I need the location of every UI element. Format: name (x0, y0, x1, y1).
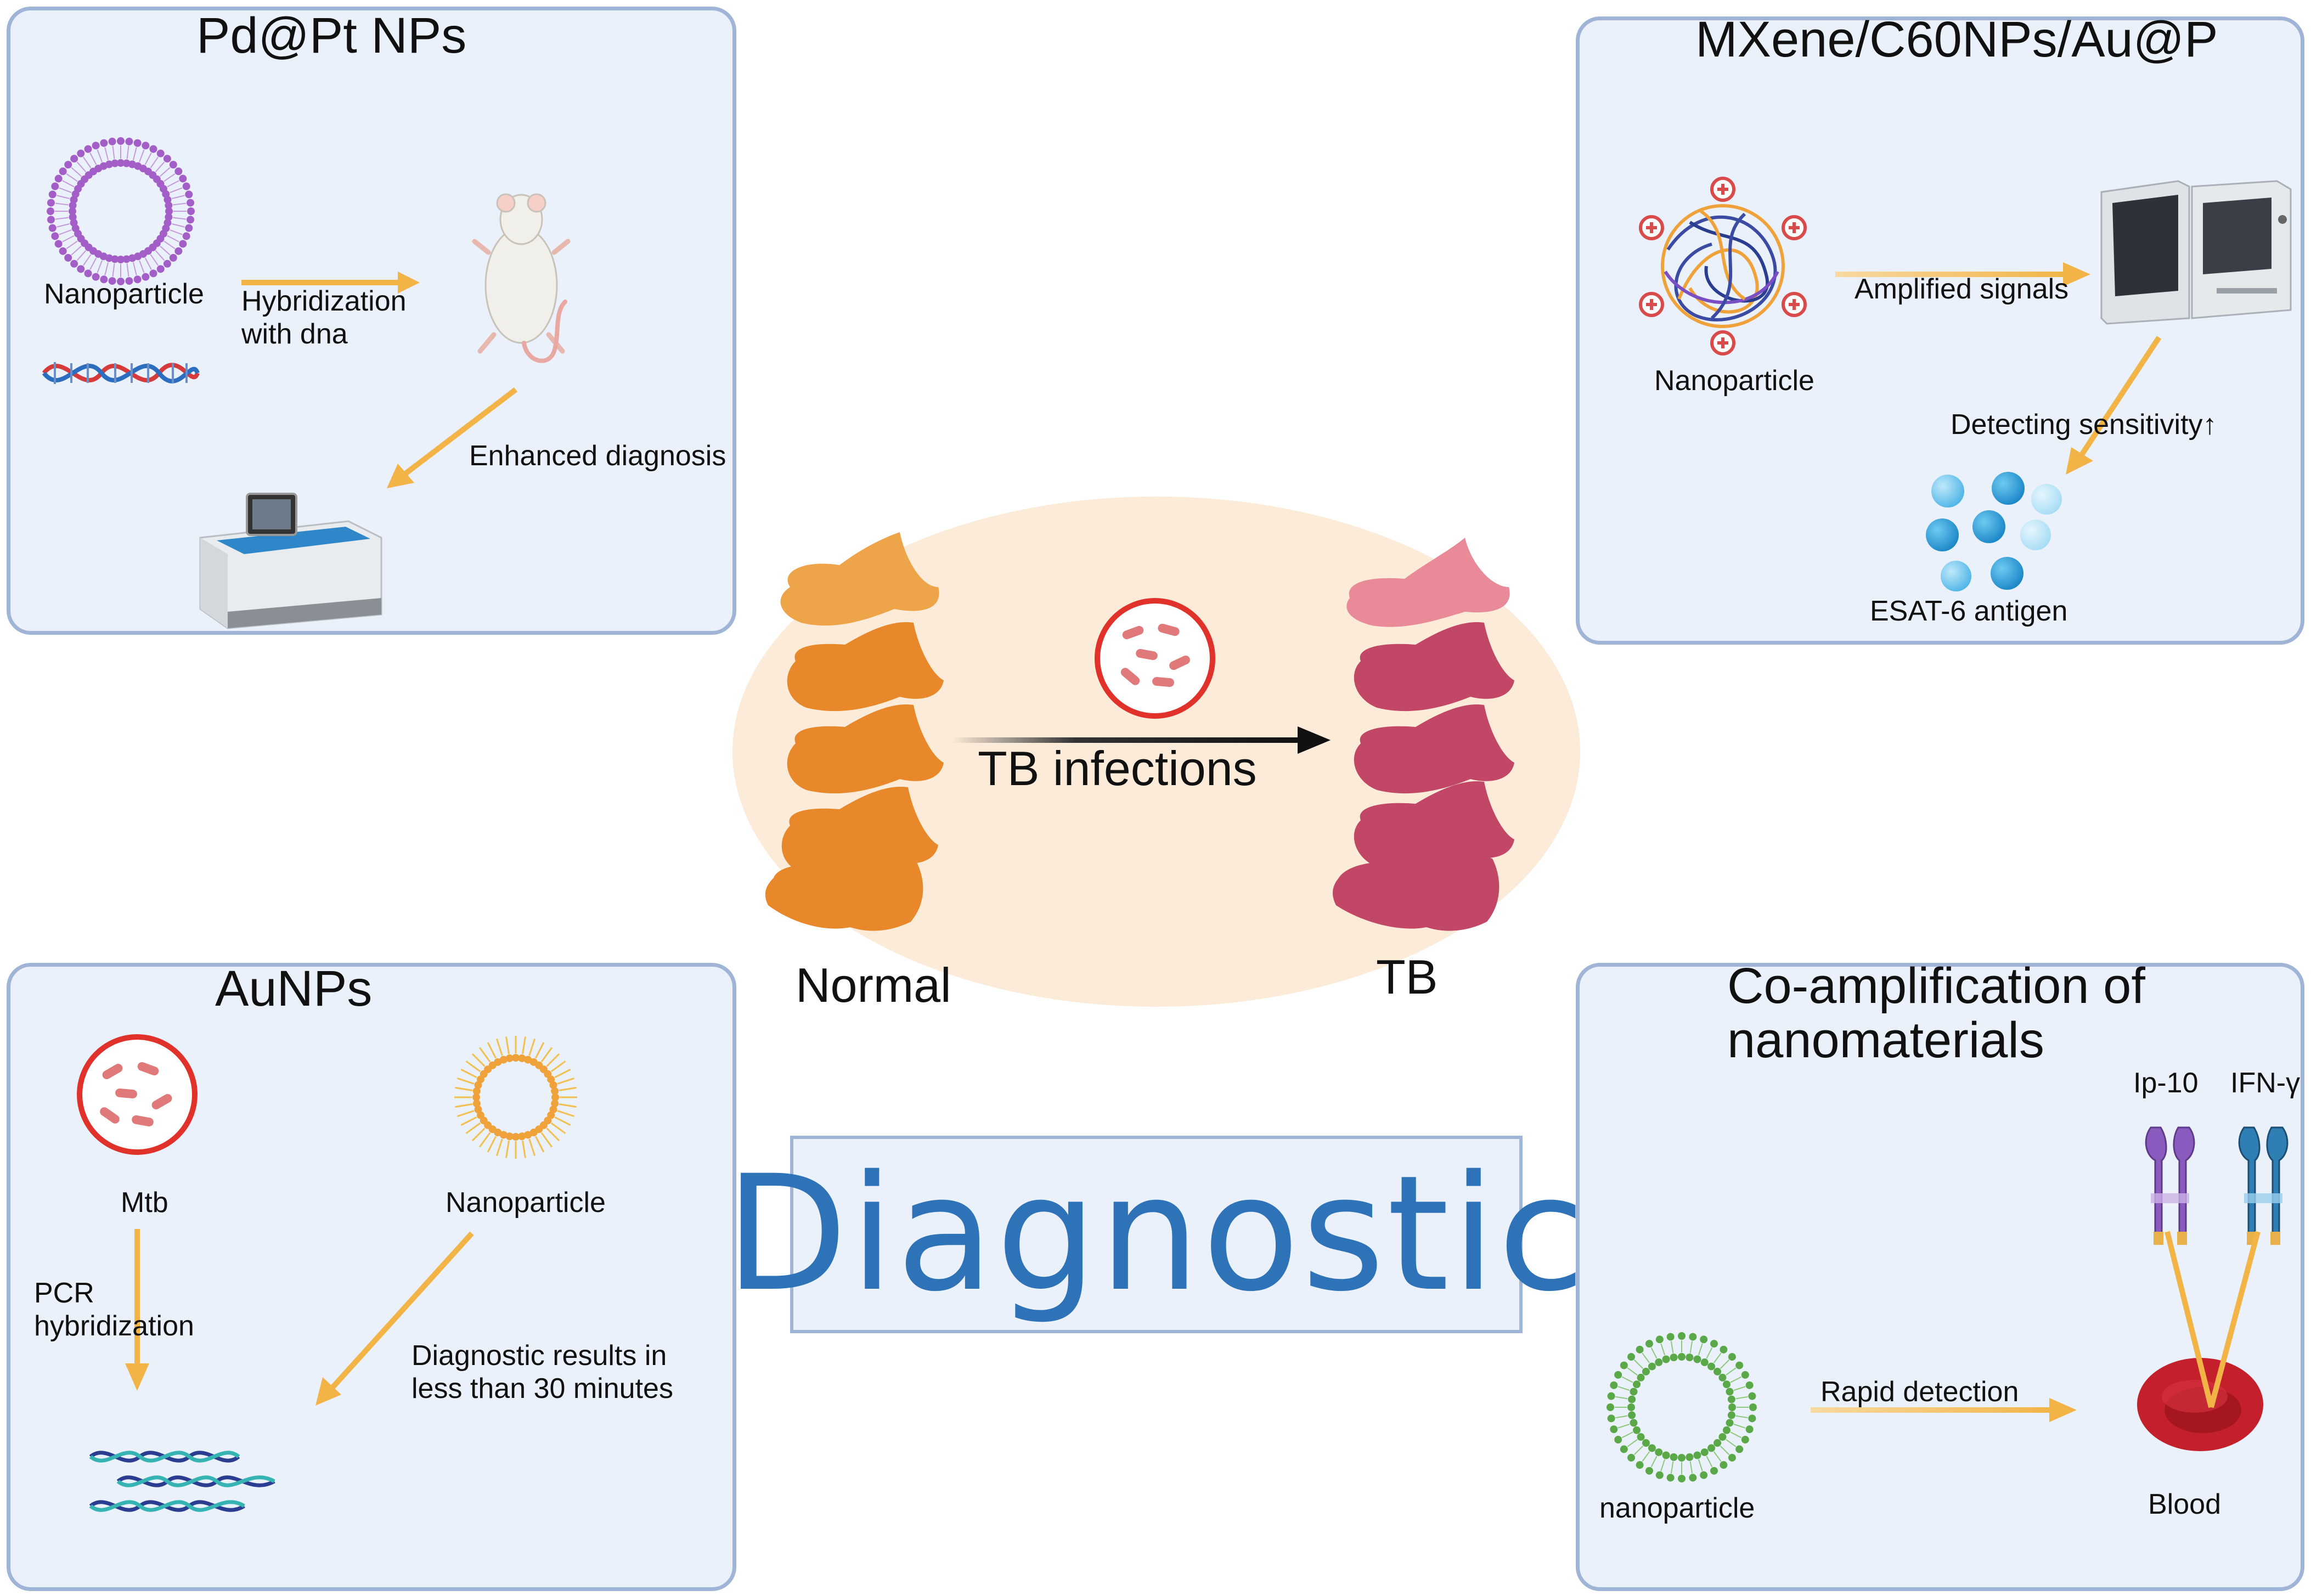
mxene-antigen-label: ESAT-6 antigen (1870, 595, 2068, 627)
polymer-nanoparticle-icon (1639, 177, 1807, 356)
arrow-pd-pt-2 (387, 387, 518, 488)
tb-label: TB (1376, 950, 1438, 1004)
panel-coamp (1576, 963, 2304, 1591)
pd-pt-nanoparticle-label: Nanoparticle (44, 278, 204, 310)
dna-icon (42, 362, 200, 384)
panel-mxene-title: MXene/C60NPs/Au@P (1695, 12, 2218, 67)
arrow-coamp-1 (1811, 1398, 2077, 1422)
analyzer-machine-icon (2100, 180, 2292, 325)
arrow-aunps-2 (315, 1231, 474, 1406)
mxene-nanoparticle-label: Nanoparticle (1654, 365, 1814, 397)
mxene-step2-label: Detecting sensitivity↑ (1951, 409, 2217, 441)
normal-label: Normal (796, 958, 951, 1012)
liposome-purple-icon (47, 137, 195, 285)
coamp-step-label: Rapid detection (1820, 1376, 2019, 1408)
pd-pt-step1-label: Hybridization with dna (241, 285, 407, 350)
arrow-aunps-1 (125, 1229, 149, 1391)
panel-coamp-title: Co-amplification of nanomaterials (1727, 958, 2145, 1069)
liposome-green-icon (1607, 1332, 1757, 1482)
gold-nanoparticle-icon (454, 1036, 577, 1159)
coamp-blood-label: Blood (2148, 1488, 2221, 1520)
aunps-pcr-label: PCR hybridization (34, 1277, 194, 1342)
panel-pd-pt (7, 7, 736, 635)
center-arrow (952, 726, 1331, 754)
arrow-mxene-1 (1835, 262, 2090, 286)
antigen-spheres-icon (1926, 472, 2062, 591)
main-title: Diagnostic (725, 1142, 1588, 1327)
diagnostic-title-box: Diagnostic (725, 1136, 1585, 1333)
red-blood-cell-icon (2137, 1358, 2263, 1451)
coamp-nanoparticle-label: nanoparticle (1599, 1492, 1755, 1524)
coamp-marker2-label: IFN-γ (2230, 1067, 2301, 1099)
pd-pt-step2-label: Enhanced diagnosis (469, 440, 726, 472)
panel-aunps-title: AuNPs (215, 961, 373, 1017)
receptor-ifn-icon (2238, 1126, 2289, 1245)
arrow-mxene-2 (2066, 336, 2162, 475)
normal-spine-icon (765, 532, 944, 931)
mxene-step1-label: Amplified signals (1855, 273, 2069, 305)
aunps-mtb-label: Mtb (121, 1187, 168, 1219)
panel-pd-pt-title: Pd@Pt NPs (196, 8, 467, 64)
receptor-ip10-icon (2145, 1126, 2195, 1245)
tb-spine-icon (1332, 538, 1514, 931)
mtb-bacterium-icon (77, 1034, 198, 1155)
mouse-icon (472, 193, 571, 363)
arrow-label: TB infections (978, 741, 1257, 796)
coamp-marker1-label: Ip-10 (2133, 1067, 2199, 1099)
arrows-to-receptors (2165, 1231, 2261, 1408)
analyzer-device-icon (199, 493, 382, 629)
aunps-nanoparticle-label: Nanoparticle (446, 1187, 606, 1219)
arrow-pd-pt-1 (241, 272, 420, 294)
aunps-result-label: Diagnostic results in less than 30 minut… (412, 1340, 673, 1405)
bacterium-icon (1095, 598, 1215, 719)
dna-strands-icon (89, 1451, 275, 1512)
